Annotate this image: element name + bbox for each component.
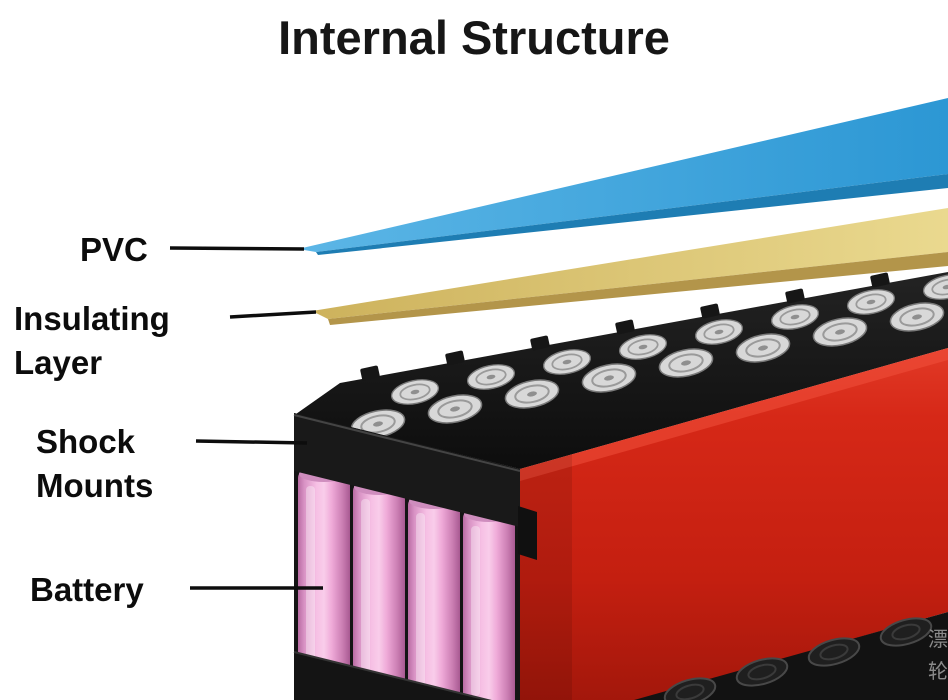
label-battery: Battery <box>30 571 144 608</box>
label-pvc: PVC <box>80 231 148 268</box>
insulating-leader-line <box>229 310 317 319</box>
pvc-leader-line <box>169 246 305 251</box>
pack-top-face <box>296 269 948 469</box>
shock-leader-line <box>195 439 308 445</box>
watermark-text: 漂轮 <box>928 629 948 683</box>
shock-mount-bottom-frame <box>293 651 492 700</box>
battery-cell <box>408 493 460 700</box>
red-casing <box>518 348 948 700</box>
insulating-sheet <box>312 208 948 325</box>
label-insulating-layer: Insulating Layer <box>14 300 170 381</box>
page-title: Internal Structure <box>278 11 670 64</box>
label-shock-mounts: Shock Mounts <box>36 423 154 504</box>
leader-lines <box>169 246 323 590</box>
battery-cell <box>463 506 515 700</box>
battery-pack <box>293 269 948 700</box>
front-face <box>293 413 521 700</box>
shock-mount-top-frame <box>293 413 521 527</box>
battery-cell <box>353 479 405 700</box>
pvc-sheet <box>298 98 948 255</box>
bottom-mounts <box>634 612 948 700</box>
